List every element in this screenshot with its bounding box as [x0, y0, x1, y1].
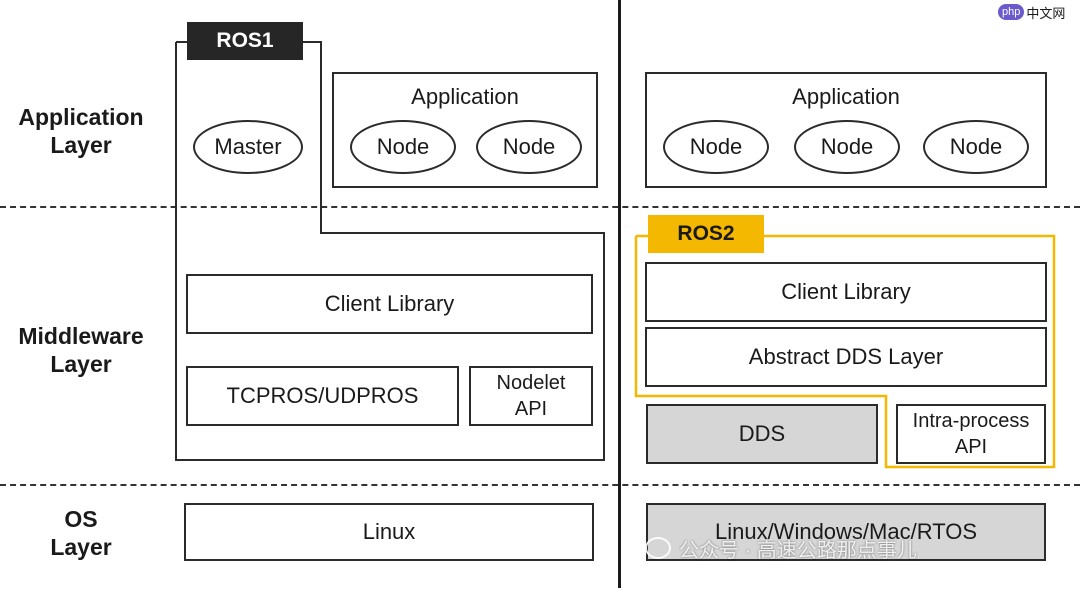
ros1-node-2: Node — [476, 120, 582, 174]
ros1-application-title: Application — [411, 84, 519, 109]
separator-middleware-os — [0, 484, 1080, 486]
bottom-watermark: 公众号 · 高速公路那点事儿 — [645, 534, 917, 562]
ros2-outline — [634, 234, 1056, 469]
ros2-dds: DDS — [646, 404, 878, 464]
ros2-abstract-dds-layer: Abstract DDS Layer — [645, 327, 1047, 387]
ros1-transport: TCPROS/UDPROS — [186, 366, 459, 426]
ros2-application-title: Application — [792, 84, 900, 109]
ros2-os: Linux/Windows/Mac/RTOS — [646, 503, 1046, 561]
bottom-watermark-text: 公众号 · 高速公路那点事儿 — [679, 539, 917, 562]
ros1-master: Master — [193, 120, 303, 174]
ros1-os-linux: Linux — [184, 503, 594, 561]
ros1-tab: ROS1 — [187, 22, 303, 60]
ros2-node-1: Node — [663, 120, 769, 174]
php-logo-icon: php — [998, 4, 1025, 20]
application-layer-label: Application Layer — [18, 104, 144, 158]
wechat-icon — [645, 537, 671, 559]
middleware-layer-label: Middleware Layer — [18, 323, 144, 377]
ros1-outline — [175, 41, 605, 461]
corner-watermark: php 中文网 中文网 — [998, 2, 1065, 22]
ros2-node-2: Node — [794, 120, 900, 174]
ros1-client-library: Client Library — [186, 274, 593, 334]
vertical-divider — [618, 0, 621, 588]
ros2-intra-process-api: Intra-process API — [896, 404, 1046, 464]
corner-watermark-text: 中文网 — [1026, 5, 1066, 21]
ros1-node-1: Node — [350, 120, 456, 174]
ros2-node-3: Node — [923, 120, 1029, 174]
ros2-tab: ROS2 — [648, 215, 764, 253]
ros1-nodelet-api: Nodelet API — [469, 366, 593, 426]
os-layer-label: OS Layer — [50, 506, 112, 560]
separator-app-middleware — [0, 206, 1080, 208]
ros2-client-library: Client Library — [645, 262, 1047, 322]
